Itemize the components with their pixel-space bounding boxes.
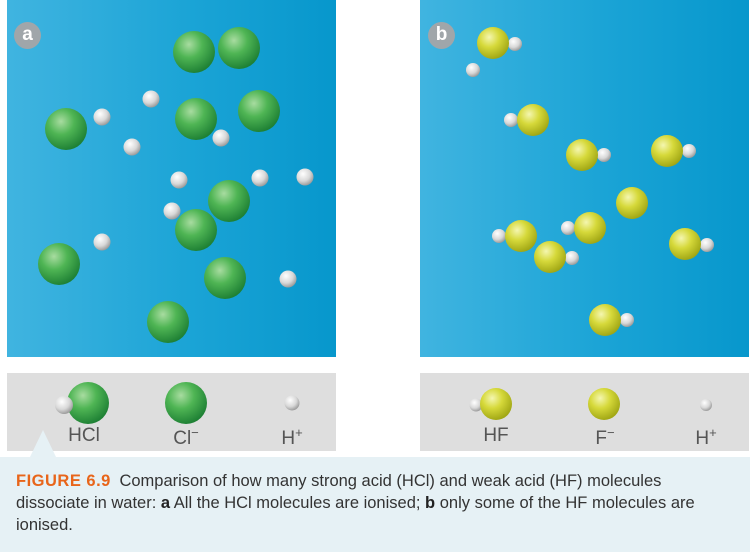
chloride-ion (218, 27, 260, 69)
caption-text-3: only some of the HF molecules are ionise… (16, 494, 695, 534)
hydrogen-ion (163, 202, 181, 220)
hf-molecule (504, 104, 549, 136)
caption-pointer (30, 430, 56, 457)
hydrogen-ion (123, 138, 141, 156)
chloride-ion (45, 108, 87, 150)
legend-b: HF F− H+ (420, 373, 749, 451)
chloride-ion (175, 98, 217, 140)
panel-label-b: b (428, 22, 455, 49)
caption-text-2: All the HCl molecules are ionised; (170, 494, 426, 512)
panel-b-hf-solution: b (420, 0, 749, 357)
caption-marker-a: a (160, 494, 171, 512)
hydrogen-ion (296, 168, 314, 186)
hf-molecule (651, 135, 696, 167)
legend-label-fluoride: F− (595, 425, 615, 449)
hcl-molecule-symbol (55, 382, 109, 424)
caption-text-1: Comparison of how many strong acid (HCl)… (16, 472, 662, 512)
hydrogen-ion-symbol (700, 399, 712, 411)
hf-molecule (669, 228, 714, 260)
panel-a-molecules (38, 27, 314, 343)
hydrogen-ion (251, 169, 269, 187)
panel-label-a: a (14, 22, 41, 49)
panel-a-hcl-solution: a (7, 0, 336, 357)
legend-a-symbols (55, 382, 300, 424)
hf-molecule (534, 241, 579, 273)
hydrogen-ion (93, 233, 111, 251)
chloride-ion (204, 257, 246, 299)
fluoride-ion-symbol (588, 388, 620, 420)
chloride-ion (238, 90, 280, 132)
hydrogen-ion (142, 90, 160, 108)
chloride-ion (147, 301, 189, 343)
legend-b-symbols (469, 388, 712, 420)
hydrogen-ion (279, 270, 297, 288)
hf-molecule (561, 212, 606, 244)
hydrogen-ion (93, 108, 111, 126)
legend-label-chloride: Cl− (173, 425, 199, 449)
hf-molecule (477, 27, 522, 59)
chloride-ion (38, 243, 80, 285)
caption-box (0, 457, 750, 552)
chloride-ion (208, 180, 250, 222)
hydrogen-ion (466, 63, 480, 77)
legend-label-hydrogen: H+ (281, 425, 303, 449)
hf-molecule (589, 304, 634, 336)
hf-molecule (492, 220, 537, 252)
hf-molecule-symbol (469, 388, 512, 420)
panel-b-molecules (466, 27, 714, 336)
legend-a: HCl Cl− H+ (7, 373, 336, 451)
legend-label-hcl: HCl (68, 425, 100, 446)
hydrogen-ion (170, 171, 188, 189)
figure-caption: FIGURE 6.9 Comparison of how many strong… (16, 470, 736, 536)
caption-marker-b: b (425, 494, 436, 512)
legend-label-hf: HF (483, 425, 509, 446)
legend-label-hydrogen-b: H+ (695, 425, 717, 449)
chloride-ion (173, 31, 215, 73)
chloride-ion-symbol (165, 382, 207, 424)
hydrogen-ion-symbol (284, 395, 300, 411)
fluoride-ion (616, 187, 648, 219)
chloride-ion (175, 209, 217, 251)
hydrogen-ion (212, 129, 230, 147)
figure-number: FIGURE 6.9 (16, 472, 111, 490)
hf-molecule (566, 139, 611, 171)
